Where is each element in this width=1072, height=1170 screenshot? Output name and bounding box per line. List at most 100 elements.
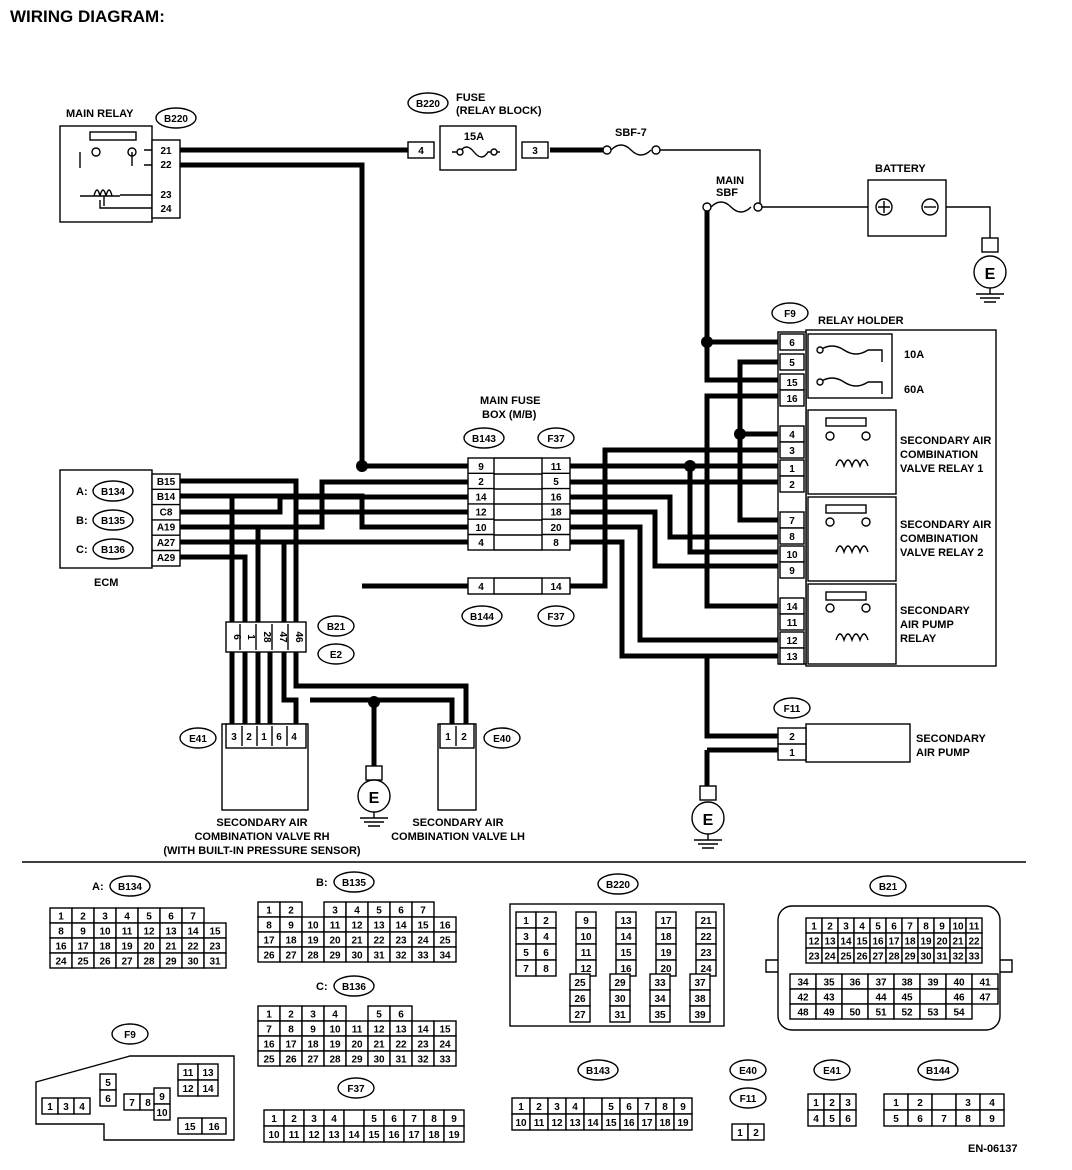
connector-pin: 8 [535,959,557,977]
connector-pin: 12 [177,1079,199,1097]
connector-pin: 18 [655,927,677,945]
svg-text:1: 1 [58,912,64,923]
svg-text:33: 33 [439,1055,451,1066]
svg-text:7: 7 [789,516,795,527]
svg-text:19: 19 [920,937,932,948]
connector-pin: 28 [885,947,903,964]
connector-pin: 27 [279,946,303,963]
svg-text:53: 53 [927,1008,939,1019]
connector-pin: 17 [885,932,903,949]
svg-text:2: 2 [478,477,484,488]
svg-text:26: 26 [574,994,586,1005]
svg-text:23: 23 [808,952,820,963]
connector-pin: 10 [263,1125,285,1143]
connector-pin: 22 [181,937,205,954]
svg-text:4: 4 [332,1010,338,1021]
svg-text:42: 42 [797,993,809,1004]
svg-text:7: 7 [190,912,196,923]
svg-text:14: 14 [348,1130,360,1141]
svg-text:6: 6 [231,634,242,640]
svg-text:27: 27 [872,952,884,963]
connector-pin: 16 [257,1035,281,1052]
svg-text:33: 33 [654,978,666,989]
svg-text:16: 16 [550,492,562,503]
svg-text:12: 12 [182,1084,194,1095]
svg-text:27: 27 [574,1010,586,1021]
svg-text:14: 14 [202,1084,214,1095]
connector-pin: 16 [619,1113,639,1131]
connector-pin: 37 [867,973,895,990]
connector-pin: 21 [345,931,369,948]
svg-text:31: 31 [395,1055,407,1066]
connector-pin: 4 [979,1093,1005,1111]
svg-text:SBF: SBF [716,187,738,199]
svg-text:E: E [985,266,996,283]
svg-text:10: 10 [268,1130,280,1141]
relay-holder-pin: 7 [779,511,805,529]
svg-text:12: 12 [308,1130,320,1141]
connector-pin: 13 [389,1020,413,1037]
svg-text:17: 17 [660,916,672,927]
svg-text:12: 12 [373,1025,385,1036]
svg-text:36: 36 [849,978,861,989]
svg-text:28: 28 [143,957,155,968]
connector-pin: 10 [575,927,597,945]
connector-pin: 39 [689,1005,711,1023]
svg-text:6: 6 [276,732,282,743]
relay-holder-pin: 1 [779,459,805,477]
svg-text:31: 31 [209,957,221,968]
connector-pin: 16 [201,1117,227,1135]
connector-pin: 32 [411,1050,435,1067]
connector-pin: 12 [303,1125,325,1143]
svg-text:31: 31 [614,1010,626,1021]
svg-text:B220: B220 [416,99,440,110]
main-relay: MAIN RELAY B220 21 22 23 24 [59,107,197,223]
svg-text:5: 5 [376,906,382,917]
svg-text:B143: B143 [586,1066,610,1077]
svg-text:6: 6 [105,1094,111,1105]
svg-text:21: 21 [351,936,363,947]
svg-text:5: 5 [105,1078,111,1089]
connector-pin: 18 [423,1125,445,1143]
svg-text:5: 5 [553,477,559,488]
svg-text:16: 16 [55,942,67,953]
connector-pin: 18 [301,1035,325,1052]
svg-text:8: 8 [145,1098,151,1109]
svg-text:B144: B144 [470,612,494,623]
svg-text:SECONDARY: SECONDARY [916,733,987,745]
connector-pin: 4 [323,1005,347,1022]
connector-pin: 20 [323,931,347,948]
svg-text:6: 6 [917,1114,923,1125]
svg-text:11: 11 [581,948,592,959]
svg-text:4: 4 [354,906,360,917]
connector-pin: 5 [823,1109,841,1127]
connector-pin: 15 [601,1113,621,1131]
connector-pin: 33 [649,973,671,991]
svg-text:B136: B136 [101,545,125,556]
svg-text:F37: F37 [347,1084,365,1095]
tag-oval [155,107,197,129]
svg-text:B21: B21 [879,882,898,893]
svg-text:52: 52 [901,1008,913,1019]
connector-pin: 32 [949,947,967,964]
svg-text:9: 9 [939,922,945,933]
relay-holder-pin: 14 [779,597,805,615]
svg-text:22: 22 [700,932,712,943]
connector-pin: 30 [181,952,205,969]
svg-text:COMBINATION: COMBINATION [900,533,978,545]
connector-pin: 23 [695,943,717,961]
connector-pin: 7 [931,1109,957,1127]
connector-pin: 7 [411,901,435,918]
connector-pin: 15 [433,1020,457,1037]
svg-text:8: 8 [543,964,549,975]
connector-pin: 23 [805,947,823,964]
svg-text:1: 1 [893,1098,899,1109]
connector-pin: 31 [367,946,391,963]
svg-text:2: 2 [288,1010,294,1021]
svg-text:10: 10 [329,1025,341,1036]
connector-pin: 29 [323,946,347,963]
connector-pin: 8 [49,922,73,939]
svg-text:B134: B134 [101,487,125,498]
